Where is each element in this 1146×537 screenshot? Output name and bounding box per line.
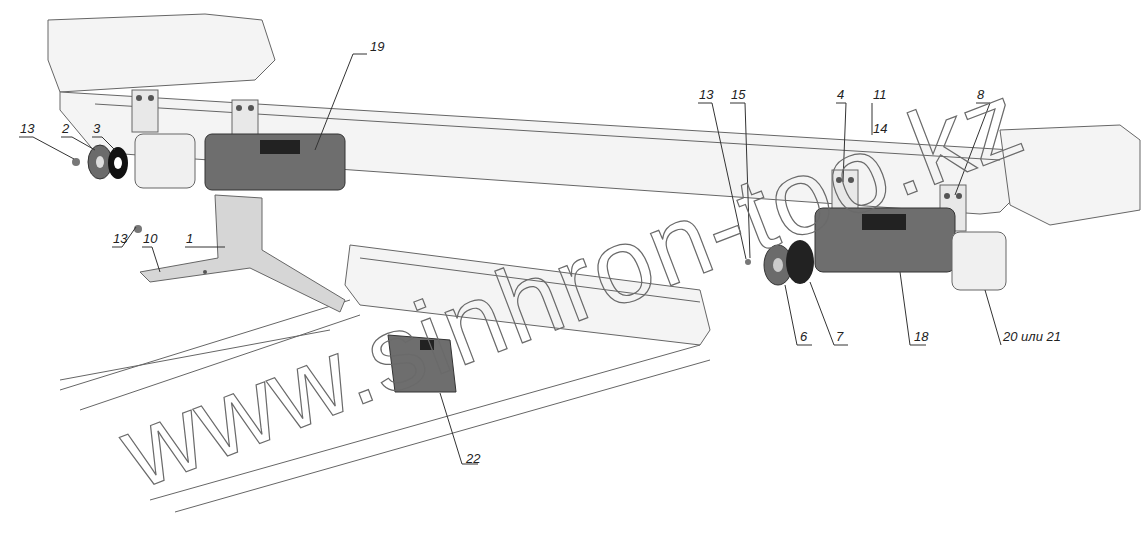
callout-number: 19 (370, 40, 384, 54)
callout-number: 3 (93, 122, 100, 136)
callout-number: 2 (62, 122, 69, 136)
callout-number: 13 (113, 232, 127, 246)
callout-number: 6 (800, 330, 807, 344)
callout-number: 18 (914, 330, 928, 344)
callout-number: 15 (731, 88, 745, 102)
callout-number: 13 (699, 88, 713, 102)
callout-number: 10 (143, 232, 157, 246)
callout-number: 7 (836, 330, 843, 344)
callout-number: 22 (466, 452, 480, 466)
callout-number: 11 (873, 88, 887, 102)
callout-number: 13 (20, 122, 34, 136)
callout-number: 1 (186, 232, 193, 246)
callout-number: 20 или 21 (1003, 330, 1061, 344)
callout-number: 4 (837, 88, 844, 102)
